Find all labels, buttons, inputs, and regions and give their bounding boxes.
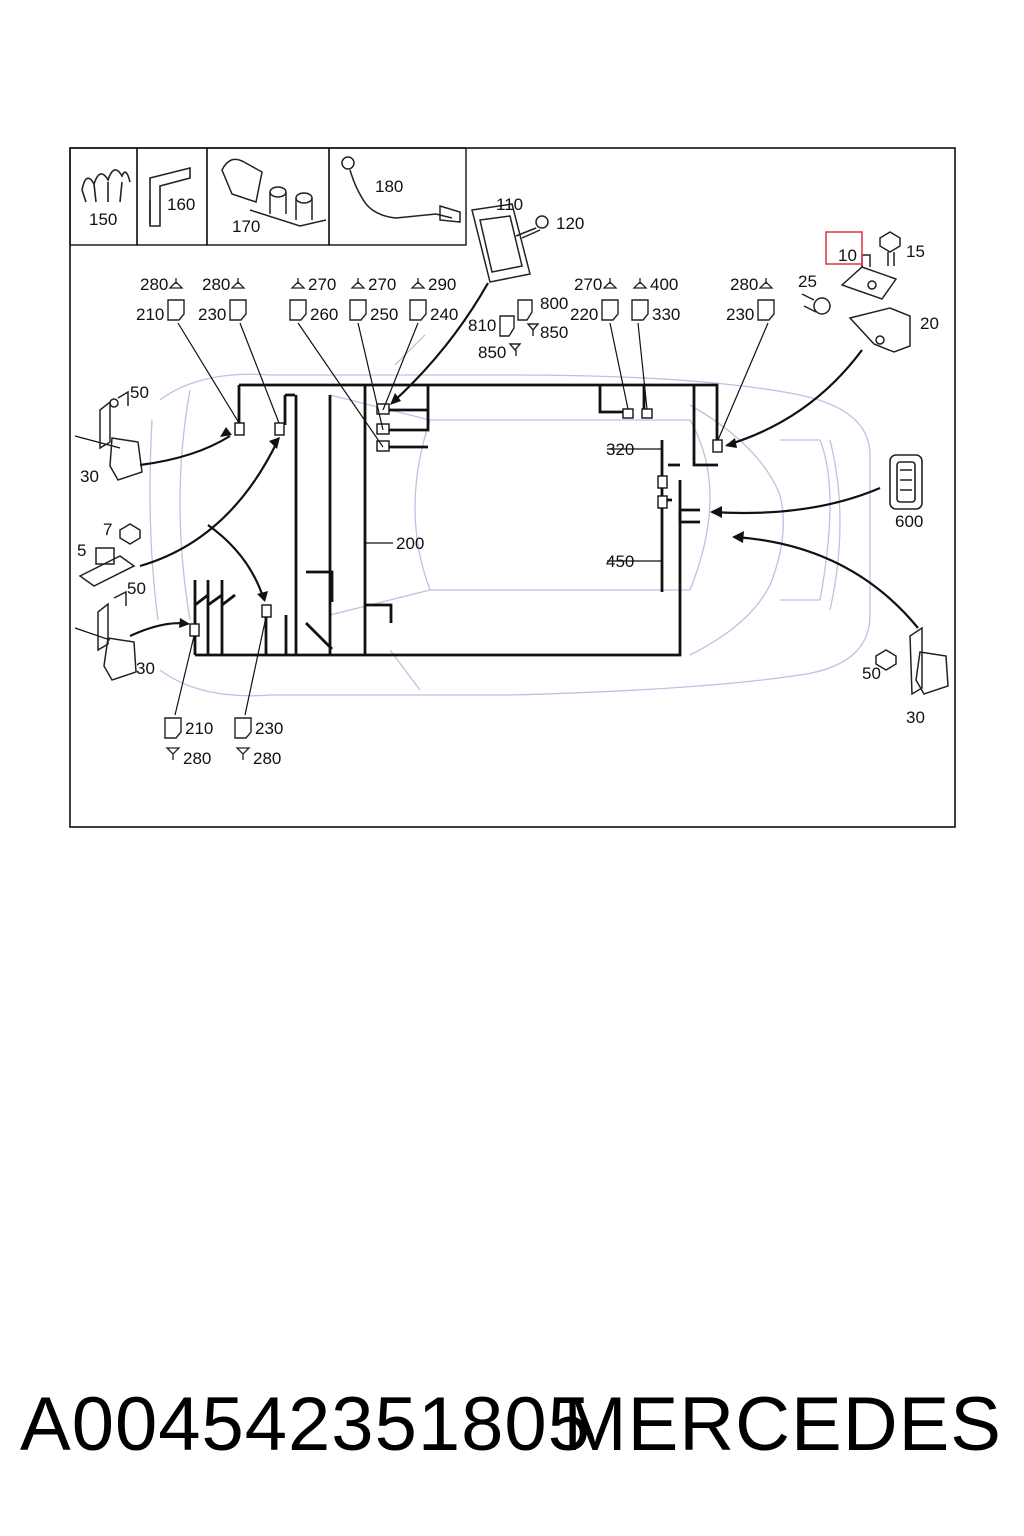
washer-25-icon bbox=[801, 293, 831, 315]
callout-label: 320 bbox=[606, 440, 634, 459]
connector-icon bbox=[349, 299, 367, 321]
arrow-heads bbox=[179, 393, 744, 628]
connector-top-label: 210 bbox=[185, 719, 213, 738]
inset-label: 170 bbox=[232, 217, 260, 236]
inset-panel bbox=[69, 147, 467, 246]
footer: A004542351805 MERCEDES bbox=[0, 1370, 1024, 1480]
connector-icon bbox=[409, 299, 427, 321]
terminal-icon bbox=[290, 278, 306, 289]
leader-lines bbox=[74, 322, 769, 716]
connector-icon bbox=[631, 299, 649, 321]
harness-lines bbox=[193, 383, 719, 657]
terminal-icon bbox=[230, 278, 246, 289]
connector-bottom-label: 240 bbox=[430, 305, 458, 324]
harness-connectors bbox=[189, 403, 723, 637]
callout-label: 50 bbox=[127, 579, 146, 598]
highlight-box-10 bbox=[825, 231, 863, 265]
callout-label: 810 bbox=[468, 316, 496, 335]
terminal-icon bbox=[758, 278, 774, 289]
bolt-120-icon bbox=[515, 215, 549, 239]
brand-name: MERCEDES bbox=[563, 1382, 1002, 1467]
clip-icon bbox=[81, 169, 131, 203]
callout-label: 120 bbox=[556, 214, 584, 233]
connector-800-icon bbox=[499, 299, 540, 356]
inset-label: 180 bbox=[375, 177, 403, 196]
connector-top-label: 290 bbox=[428, 275, 456, 294]
callout-label: 50 bbox=[862, 664, 881, 683]
terminal-icon bbox=[350, 278, 366, 289]
module-110-icon bbox=[471, 203, 531, 283]
terminal-icon bbox=[602, 278, 618, 289]
callout-label: 200 bbox=[396, 534, 424, 553]
connector-top-label: 270 bbox=[574, 275, 602, 294]
connector-top-label: 230 bbox=[255, 719, 283, 738]
connector-icon bbox=[234, 717, 252, 739]
sensor-5-icon bbox=[78, 523, 141, 587]
connector-icon bbox=[601, 299, 619, 321]
connector-icon bbox=[289, 299, 307, 321]
callout-label: 450 bbox=[606, 552, 634, 571]
callout-label: 850 bbox=[478, 343, 506, 362]
connector-icon bbox=[167, 299, 185, 321]
inset-label: 150 bbox=[89, 210, 117, 229]
terminal-icon bbox=[168, 278, 184, 289]
callout-label: 50 bbox=[130, 383, 149, 402]
terminal-icon bbox=[235, 747, 251, 760]
connector-top-label: 400 bbox=[650, 275, 678, 294]
callout-label: 20 bbox=[920, 314, 939, 333]
connector-top-label: 270 bbox=[308, 275, 336, 294]
callout-label: 600 bbox=[895, 512, 923, 531]
connector-top-label: 280 bbox=[140, 275, 168, 294]
callout-label: 30 bbox=[80, 467, 99, 486]
level-sensor-30-mid-icon bbox=[97, 590, 137, 681]
callout-label: 25 bbox=[798, 272, 817, 291]
callout-label: 30 bbox=[906, 708, 925, 727]
connector-bottom-label: 280 bbox=[183, 749, 211, 768]
vehicle-outline bbox=[149, 334, 871, 697]
callout-label: 110 bbox=[496, 195, 523, 214]
connector-top-label: 270 bbox=[368, 275, 396, 294]
connector-top-label: 280 bbox=[202, 275, 230, 294]
callout-label: 850 bbox=[540, 323, 568, 342]
connector-bottom-label: 280 bbox=[253, 749, 281, 768]
part-number: A004542351805 bbox=[20, 1382, 591, 1467]
connector-icon bbox=[164, 717, 182, 739]
callout-label: 15 bbox=[906, 242, 925, 261]
level-sensor-30-left-icon bbox=[99, 390, 143, 481]
callout-label: 30 bbox=[136, 659, 155, 678]
terminal-icon bbox=[165, 747, 181, 760]
connector-icon bbox=[229, 299, 247, 321]
connector-bottom-label: 210 bbox=[136, 305, 164, 324]
diagram-frame bbox=[69, 147, 956, 828]
bracket-icon bbox=[149, 166, 191, 227]
callout-label: 800 bbox=[540, 294, 568, 313]
connector-bottom-label: 230 bbox=[198, 305, 226, 324]
bracket-20-icon bbox=[848, 307, 911, 353]
connector-top-label: 280 bbox=[730, 275, 758, 294]
arrow-connectors bbox=[129, 282, 919, 638]
bolt-15-icon bbox=[879, 231, 901, 266]
callout-label: 7 bbox=[103, 520, 112, 539]
callout-label: 10 bbox=[838, 246, 857, 265]
connector-bottom-label: 250 bbox=[370, 305, 398, 324]
connector-bottom-label: 220 bbox=[570, 305, 598, 324]
connector-bottom-label: 330 bbox=[652, 305, 680, 324]
wiring-harness-diagram: 150 160 170 180 bbox=[69, 147, 956, 828]
connector-bottom-label: 230 bbox=[726, 305, 754, 324]
connector-icon bbox=[757, 299, 775, 321]
connector-600-icon bbox=[889, 454, 923, 510]
terminal-icon bbox=[632, 278, 648, 289]
sensor-cable-icon bbox=[341, 156, 461, 223]
inset-label: 160 bbox=[167, 195, 195, 214]
level-sensor-30-right-icon bbox=[875, 626, 949, 696]
terminal-icon bbox=[410, 278, 426, 289]
callout-label: 5 bbox=[77, 541, 86, 560]
connector-bottom-label: 260 bbox=[310, 305, 338, 324]
grommet-icon bbox=[221, 158, 327, 227]
